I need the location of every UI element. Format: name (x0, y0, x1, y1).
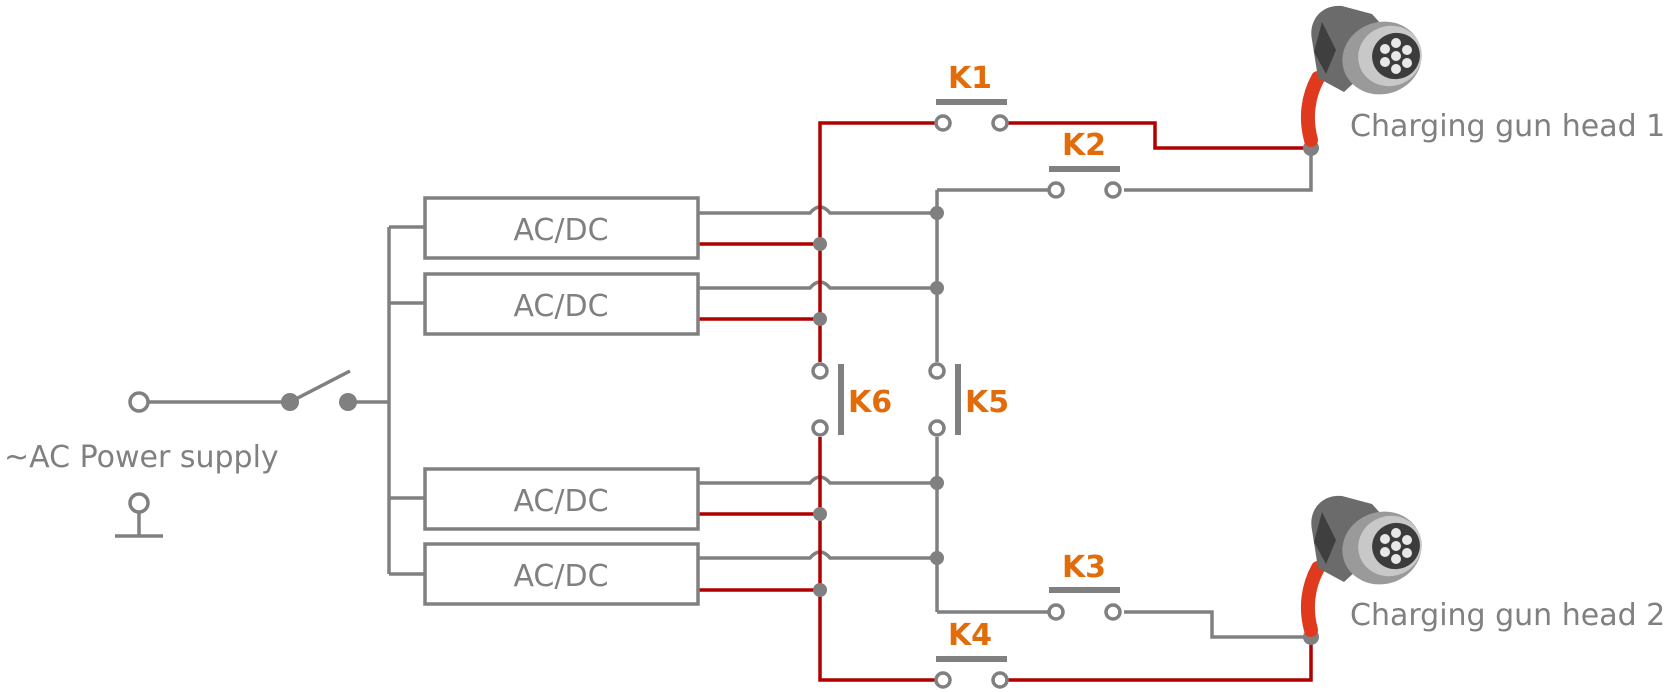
contactor-k5-label: K5 (965, 385, 1009, 420)
contactor-k6: K6 (811, 362, 892, 437)
acdc-module-4: AC/DC (423, 542, 700, 606)
acdc-module-label: AC/DC (513, 484, 608, 519)
ac-bus (387, 225, 425, 576)
contactor-k2: K2 (1047, 128, 1122, 199)
dc-wiring (698, 121, 1319, 682)
charging-gun-2-icon (1300, 495, 1422, 637)
contactor-k4-label: K4 (948, 618, 992, 653)
acdc-module-1: AC/DC (423, 196, 700, 260)
ground-terminal (128, 492, 150, 514)
ac-input: ~AC Power supply (4, 369, 389, 538)
charging-gun-2-label: Charging gun head 2 (1350, 598, 1665, 633)
acdc-module-2: AC/DC (423, 272, 700, 336)
contactor-k4: K4 (934, 618, 1009, 689)
contactor-k1-label: K1 (948, 61, 992, 96)
charging-gun-1-label: Charging gun head 1 (1350, 109, 1665, 144)
contactor-k5: K5 (928, 362, 1009, 437)
ac-input-terminal (128, 391, 150, 413)
contactor-k3: K3 (1047, 550, 1122, 621)
main-switch-blade (289, 369, 351, 404)
ac-power-supply-label: ~AC Power supply (4, 440, 279, 475)
acdc-module-3: AC/DC (423, 467, 700, 531)
charging-gun-1-icon (1300, 5, 1422, 147)
acdc-module-label: AC/DC (513, 213, 608, 248)
acdc-module-label: AC/DC (513, 559, 608, 594)
contactor-k6-label: K6 (848, 385, 892, 420)
contactor-k2-label: K2 (1062, 128, 1106, 163)
contactor-k3-label: K3 (1062, 550, 1106, 585)
contactor-k1: K1 (934, 61, 1009, 132)
acdc-module-label: AC/DC (513, 289, 608, 324)
